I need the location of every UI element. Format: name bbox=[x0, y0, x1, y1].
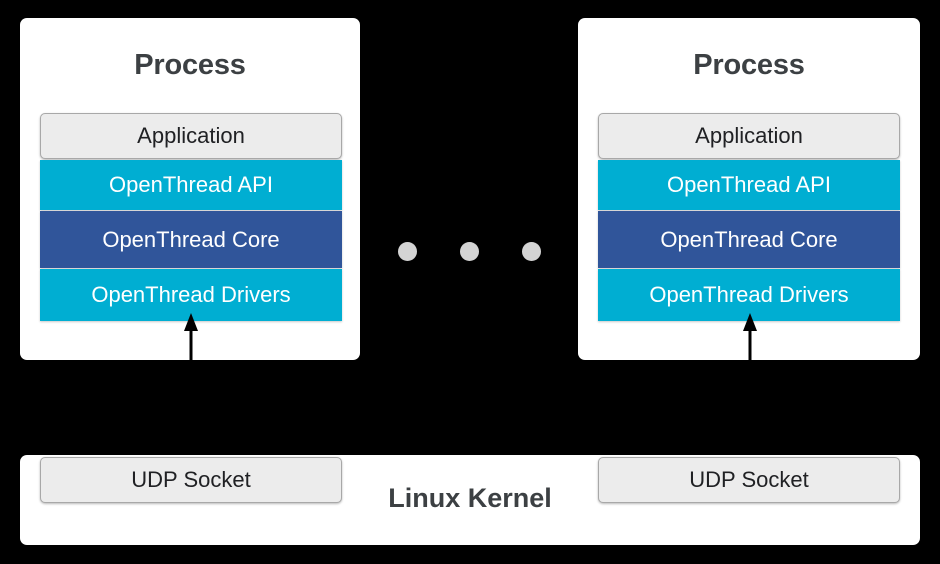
layer-application-left: Application bbox=[40, 113, 342, 159]
process-title-left: Process bbox=[134, 49, 246, 81]
more-processes-ellipsis bbox=[398, 242, 542, 262]
layer-application-right: Application bbox=[598, 113, 900, 159]
layer-openthread-drivers-right: OpenThread Drivers bbox=[598, 269, 900, 321]
process-title-right: Process bbox=[693, 49, 805, 81]
arrow-up-icon-right bbox=[743, 313, 757, 367]
linux-kernel-label: Linux Kernel bbox=[388, 483, 552, 513]
layer-openthread-api-left: OpenThread API bbox=[40, 160, 342, 210]
layer-openthread-core-left: OpenThread Core bbox=[40, 211, 342, 268]
layer-openthread-api-right: OpenThread API bbox=[598, 160, 900, 210]
ellipsis-dot-icon bbox=[460, 242, 479, 261]
arrow-up-icon-left bbox=[184, 313, 198, 367]
udp-socket-left: UDP Socket bbox=[40, 457, 342, 503]
ellipsis-dot-icon bbox=[522, 242, 541, 261]
ellipsis-dot-icon bbox=[398, 242, 417, 261]
layer-openthread-drivers-left: OpenThread Drivers bbox=[40, 269, 342, 321]
udp-socket-right: UDP Socket bbox=[598, 457, 900, 503]
layer-openthread-core-right: OpenThread Core bbox=[598, 211, 900, 268]
